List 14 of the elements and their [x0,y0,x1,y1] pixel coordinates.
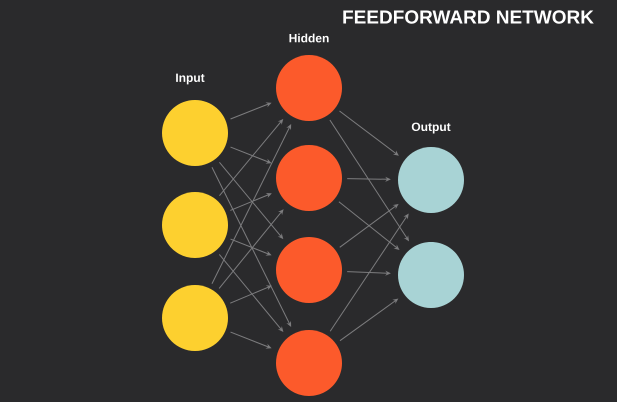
hidden-circle [276,237,342,303]
column-label: Input [176,74,205,84]
arrow [218,254,284,332]
column-label: Output [412,122,451,134]
input-circle [162,192,228,258]
hidden-circle [276,330,342,396]
hidden-circle [276,55,342,121]
input-circle [162,285,228,351]
output-circle [398,147,464,213]
column-label: Hidden [289,34,329,42]
input-circle [162,100,228,166]
output-circle [398,242,464,308]
title: FEEDFORWARD NETWORK [343,10,594,24]
hidden-circle [276,145,342,211]
